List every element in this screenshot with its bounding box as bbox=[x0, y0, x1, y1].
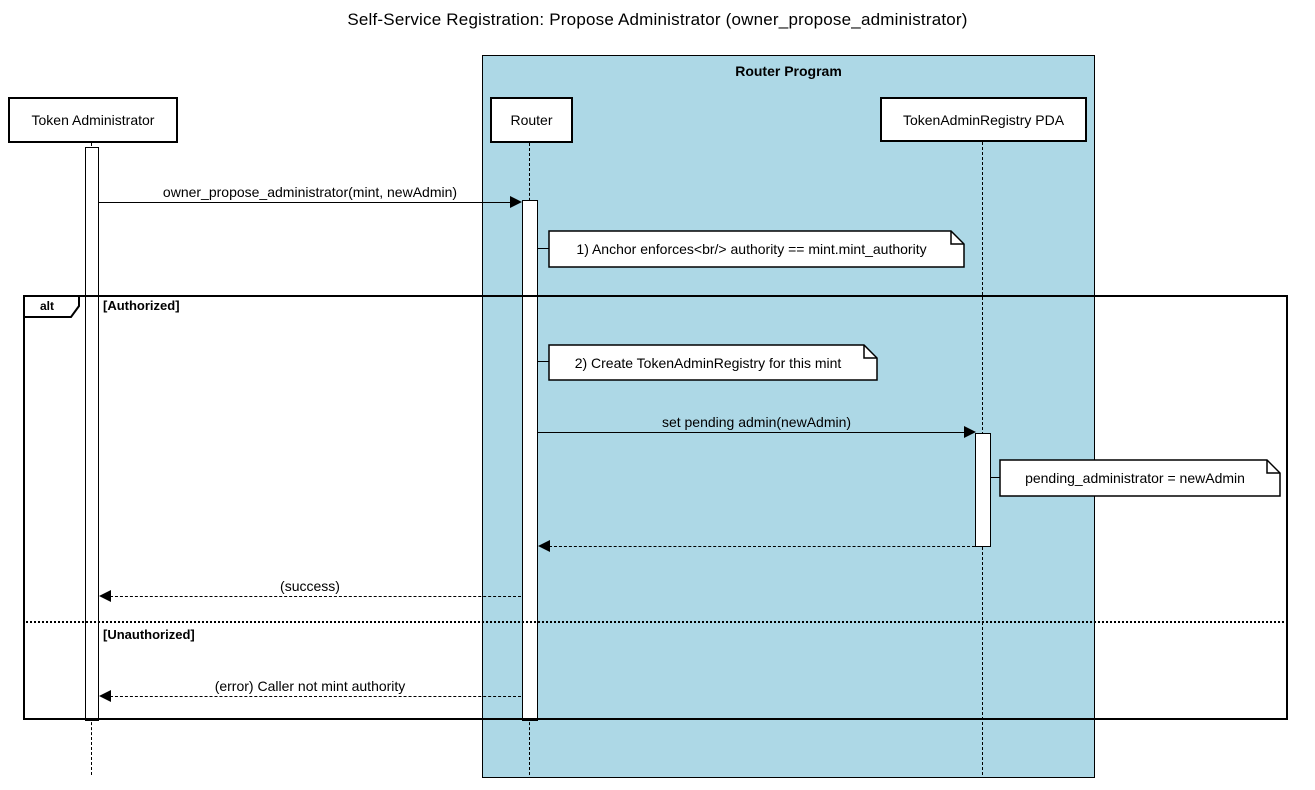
arrowhead-right bbox=[964, 426, 976, 438]
alt-guard-authorized: [Authorized] bbox=[103, 298, 180, 313]
arrowhead-left bbox=[538, 540, 550, 552]
message-set-pending-admin-label: set pending admin(newAdmin) bbox=[661, 414, 852, 430]
router-program-label: Router Program bbox=[735, 63, 842, 79]
message-set-pending-admin-line bbox=[538, 432, 967, 433]
message-owner-propose-administrator-line bbox=[99, 202, 513, 203]
participant-token-administrator: Token Administrator bbox=[8, 97, 178, 143]
note-2-connector bbox=[537, 361, 549, 362]
note-1-connector bbox=[537, 248, 549, 249]
activation-router bbox=[522, 200, 538, 721]
note-3-connector bbox=[990, 477, 1000, 478]
note-anchor-enforces: 1) Anchor enforces<br/> authority == min… bbox=[548, 230, 965, 268]
participant-router-label: Router bbox=[510, 112, 553, 128]
message-success-line bbox=[110, 596, 521, 597]
note-shape bbox=[548, 230, 965, 268]
message-success-label: (success) bbox=[280, 578, 340, 594]
participant-registry-pda-label: TokenAdminRegistry PDA bbox=[902, 111, 1065, 128]
alt-guard-unauthorized: [Unauthorized] bbox=[103, 627, 195, 642]
activation-token-administrator bbox=[85, 147, 99, 721]
alt-operator-shape bbox=[23, 295, 80, 318]
participant-token-administrator-label: Token Administrator bbox=[31, 112, 155, 128]
alt-operator-text: alt bbox=[39, 299, 54, 313]
participant-registry-pda: TokenAdminRegistry PDA bbox=[880, 97, 1087, 142]
note-pending-administrator: pending_administrator = newAdmin bbox=[999, 459, 1281, 497]
alt-frame bbox=[23, 295, 1288, 720]
note-create-registry: 2) Create TokenAdminRegistry for this mi… bbox=[548, 344, 878, 381]
note-create-registry-text: 2) Create TokenAdminRegistry for this mi… bbox=[574, 354, 842, 371]
participant-router: Router bbox=[490, 97, 573, 143]
alt-operator-label: alt bbox=[23, 295, 80, 318]
alt-divider bbox=[23, 621, 1288, 623]
message-owner-propose-administrator-label: owner_propose_administrator(mint, newAdm… bbox=[162, 184, 458, 200]
arrowhead-left bbox=[99, 690, 111, 702]
message-pda-return-line bbox=[549, 546, 975, 547]
note-shape bbox=[999, 459, 1281, 497]
activation-registry-pda bbox=[975, 433, 991, 547]
diagram-title: Self-Service Registration: Propose Admin… bbox=[347, 10, 968, 29]
message-error-label: (error) Caller not mint authority bbox=[214, 678, 406, 694]
router-program-box bbox=[482, 55, 1095, 778]
note-pending-administrator-text: pending_administrator = newAdmin bbox=[1025, 470, 1245, 486]
message-error-line bbox=[110, 696, 521, 697]
note-shape bbox=[548, 344, 878, 381]
arrowhead-left bbox=[99, 590, 111, 602]
arrowhead-right bbox=[510, 196, 522, 208]
note-anchor-enforces-text: 1) Anchor enforces<br/> authority == min… bbox=[576, 241, 927, 257]
